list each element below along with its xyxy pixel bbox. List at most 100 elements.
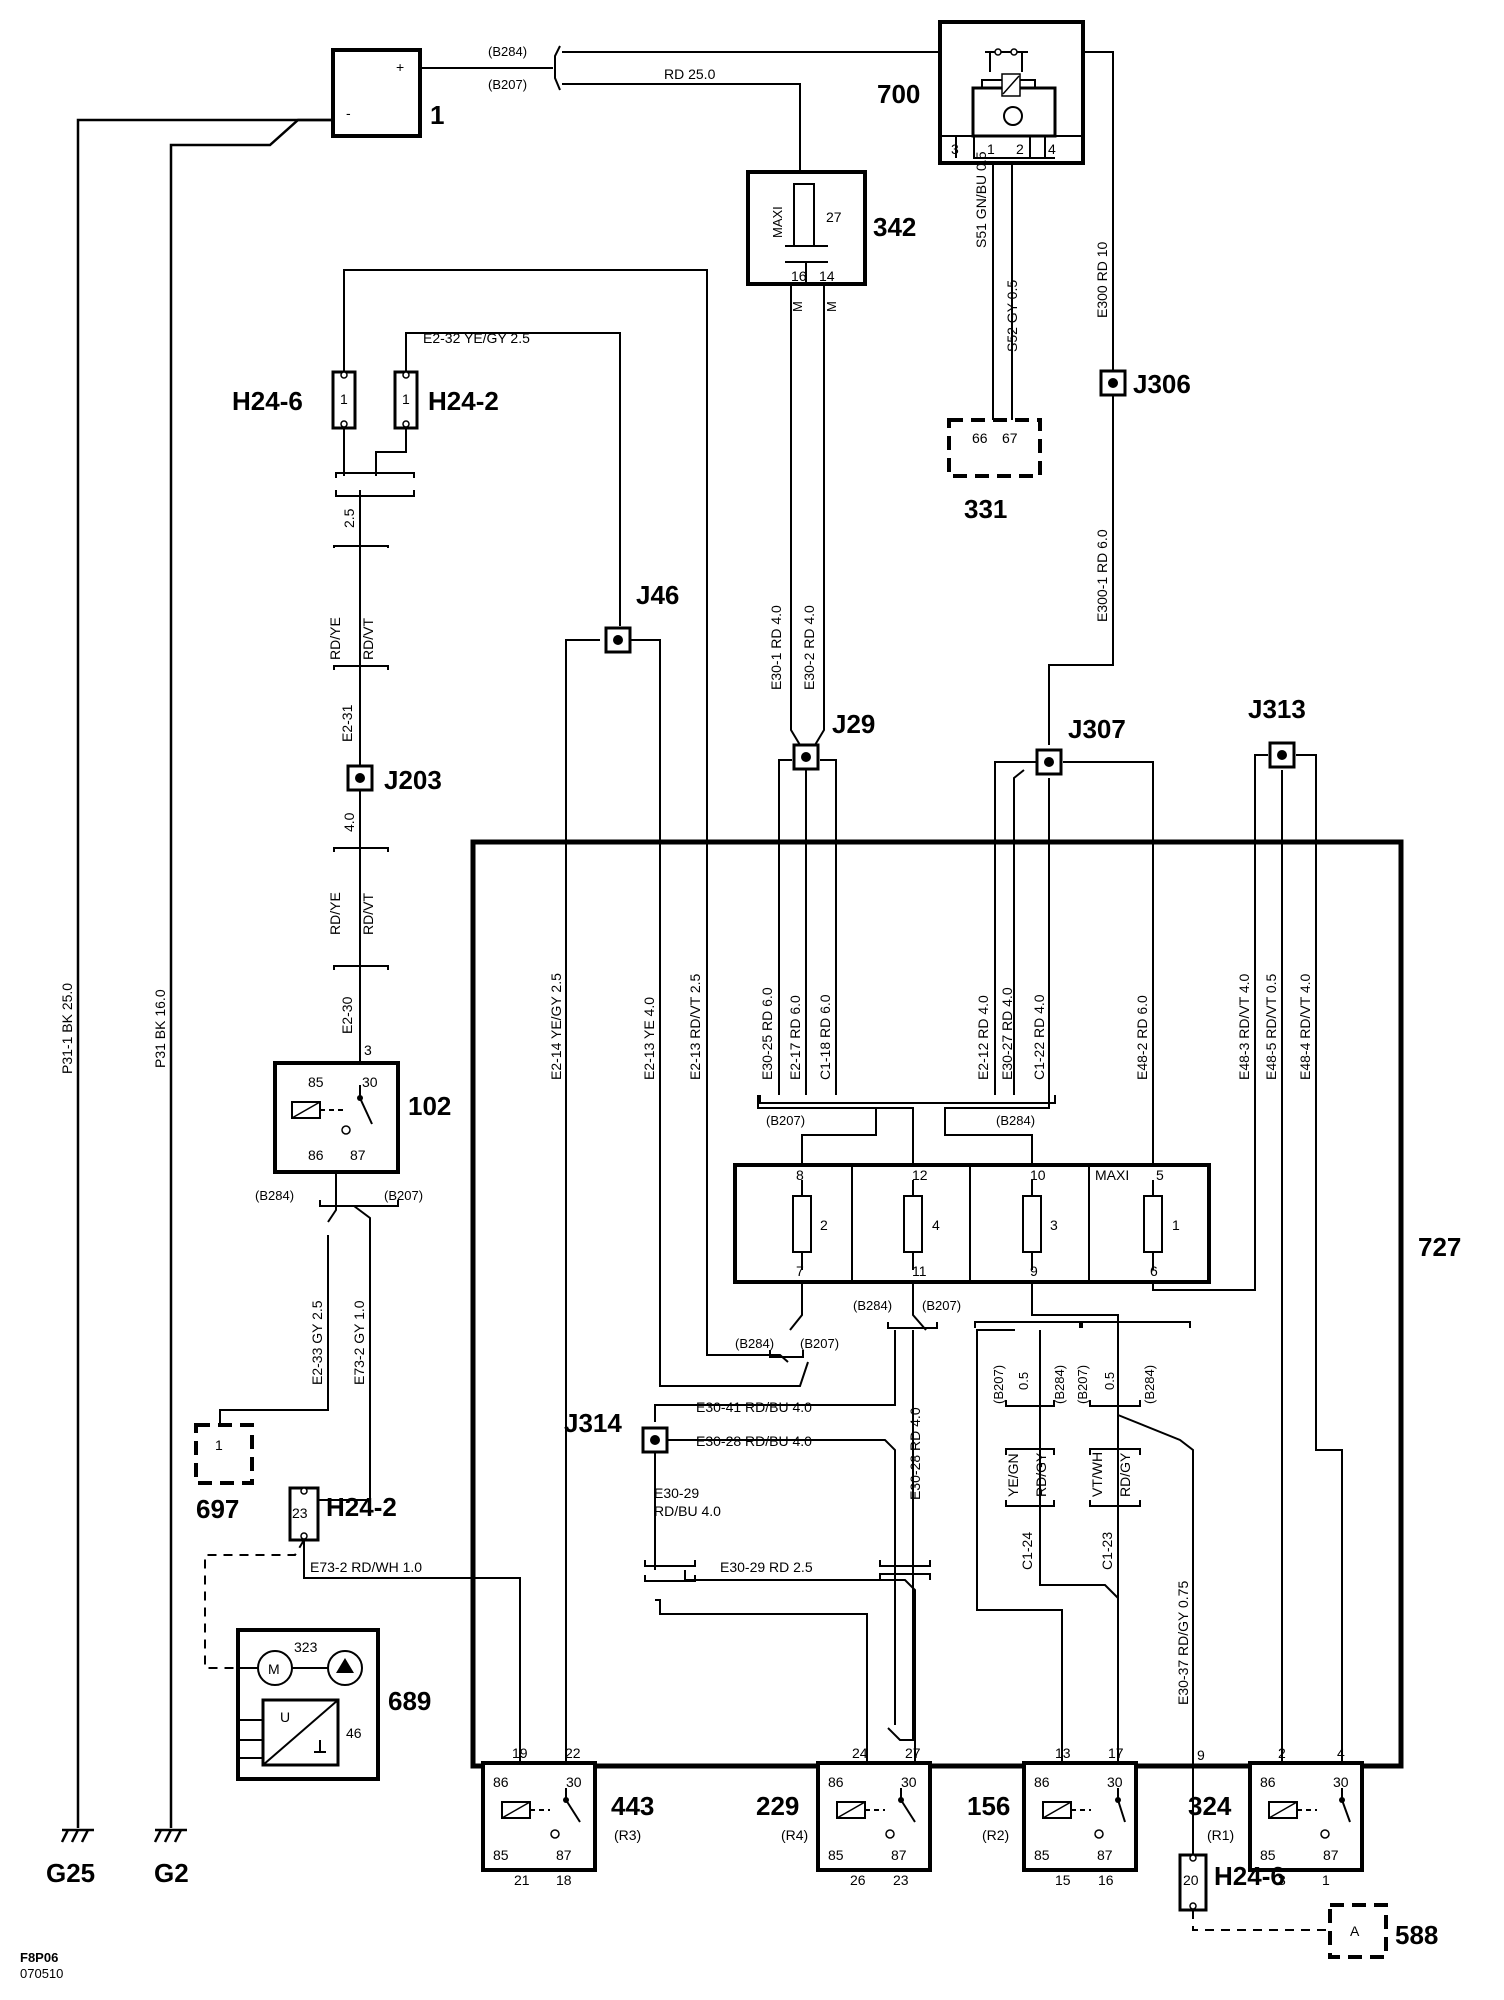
fuse-4: 12 4 11 (903, 1167, 940, 1279)
c342-fuse-num: 27 (826, 209, 842, 225)
c331-pin-66: 66 (972, 430, 988, 446)
relay-324-p87: 87 (1323, 1847, 1339, 1863)
battery-box (331, 48, 422, 138)
c700-pin-2: 2 (1016, 141, 1024, 157)
wire-e30-1: E30-1 RD 4.0 (768, 605, 784, 690)
relay-102: 85 30 86 87 3 102 (273, 1042, 451, 1174)
relay-324-sub: (R1) (1207, 1827, 1234, 1843)
wire-e30-27: E30-27 RD 4.0 (999, 987, 1015, 1080)
connector-h24-6-top: 1 H24-6 (232, 370, 357, 430)
h24-6-top-pin: 1 (340, 391, 348, 407)
wire-e2-12: E2-12 RD 4.0 (975, 995, 991, 1080)
relay-229-sub: (R4) (781, 1827, 808, 1843)
wire-vtwh: VT/WH (1089, 1452, 1105, 1497)
relay-324-t2: 4 (1337, 1745, 1345, 1761)
splice-b207-top: (B207) (488, 77, 527, 92)
relay-443-p87: 87 (556, 1847, 572, 1863)
wire-rdvt-1: RD/VT (360, 618, 376, 660)
wire-s51: S51 GN/BU 0.5 (973, 151, 989, 248)
connector-697: 1 697 (194, 1423, 254, 1524)
wire-2-5: 2.5 (341, 508, 357, 528)
junction-j307: J307 (1035, 714, 1126, 776)
wire-e48-5: E48-5 RD/VT 0.5 (1263, 973, 1279, 1080)
fuse-3-top: 10 (1030, 1167, 1046, 1183)
wire-p31: P31 BK 16.0 (152, 989, 168, 1068)
j314-label: J314 (564, 1408, 622, 1438)
relay-156: 86 30 85 87 13 17 15 16 156 (R2) (967, 1745, 1138, 1888)
unit-727-label: 727 (1418, 1232, 1461, 1262)
relay-229: 86 30 85 87 24 27 26 23 229 (R4) (756, 1745, 932, 1888)
wire-pin-9: 9 (1197, 1747, 1205, 1763)
fuse-4-top: 12 (912, 1167, 928, 1183)
relay-102-p87: 87 (350, 1147, 366, 1163)
relay-443-p86: 86 (493, 1774, 509, 1790)
wire-c1-22: C1-22 RD 4.0 (1031, 994, 1047, 1080)
battery-minus: - (346, 105, 351, 121)
splice-b284-102: (B284) (255, 1188, 294, 1203)
junction-j306: J306 (1099, 369, 1191, 399)
c342-m-a: M (790, 301, 805, 312)
fuse-3-bottom: 9 (1030, 1263, 1038, 1279)
wire-rdgy-1: RD/GY (1033, 1452, 1049, 1497)
relay-443-t2: 22 (565, 1745, 581, 1761)
relay-156-p85: 85 (1034, 1847, 1050, 1863)
c700-label: 700 (877, 79, 920, 109)
relay-156-sub: (R2) (982, 1827, 1009, 1843)
relay-229-t1: 24 (852, 1745, 868, 1761)
wire-e30-28-v: E30-28 RD 4.0 (907, 1407, 923, 1500)
j313-label: J313 (1248, 694, 1306, 724)
junction-j29: J29 (792, 709, 875, 771)
c689-label: 689 (388, 1686, 431, 1716)
relay-324-label: 324 (1188, 1791, 1232, 1821)
relay-324-b1: 3 (1278, 1872, 1286, 1888)
wire-s52: S52 GY 0.5 (1004, 280, 1020, 352)
wire-e30-2: E30-2 RD 4.0 (801, 605, 817, 690)
relay-324-p86: 86 (1260, 1774, 1276, 1790)
relay-443-b2: 18 (556, 1872, 572, 1888)
unit-727-frame (470, 839, 1404, 1769)
wire-e30-29-rd: E30-29 RD 2.5 (720, 1559, 813, 1575)
fuse-2-top: 8 (796, 1167, 804, 1183)
junction-j313: J313 (1248, 694, 1306, 769)
fuse-3: 10 3 9 (1022, 1167, 1058, 1279)
relay-156-t1: 13 (1055, 1745, 1071, 1761)
wire-e2-31: E2-31 (339, 704, 355, 742)
c342-m-b: M (824, 301, 839, 312)
c342-pin-14: 14 (819, 268, 835, 284)
wire-e73-2-gy: E73-2 GY 1.0 (351, 1300, 367, 1385)
relay-156-b2: 16 (1098, 1872, 1114, 1888)
relay-156-p86: 86 (1034, 1774, 1050, 1790)
wire-e30-28-h: E30-28 RD/BU 4.0 (696, 1433, 812, 1449)
c689-motor: M (268, 1661, 280, 1677)
fuse-4-bottom: 11 (912, 1263, 927, 1279)
connector-588: A 588 (1328, 1903, 1438, 1959)
relay-443: 86 30 85 87 19 22 21 18 443 (R3) (481, 1745, 654, 1888)
fuse-box-342: MAXI 27 16 14 M M 342 (746, 170, 916, 312)
junction-j203: J203 (346, 764, 442, 795)
h24-6-top-label: H24-6 (232, 386, 303, 416)
wire-e2-30: E2-30 (339, 996, 355, 1034)
relay-156-p30: 30 (1107, 1774, 1123, 1790)
sensor-icon (1003, 106, 1023, 126)
wire-e30-41: E30-41 RD/BU 4.0 (696, 1399, 812, 1415)
wire-c1-18: C1-18 RD 6.0 (817, 994, 833, 1080)
wire-e2-13-ye: E2-13 YE 4.0 (641, 997, 657, 1080)
fuse-block (733, 1163, 1211, 1284)
pump-arrow-icon (336, 1658, 354, 1673)
relay-443-b1: 21 (514, 1872, 530, 1888)
wire-rdye-2: RD/YE (327, 892, 343, 935)
junction-j46: J46 (604, 580, 679, 654)
h24-6-bot-pin: 20 (1183, 1872, 1199, 1888)
wire-p31-1: P31-1 BK 25.0 (59, 983, 75, 1074)
wire-e48-2: E48-2 RD 6.0 (1134, 995, 1150, 1080)
fuse-2: 8 2 7 (792, 1167, 828, 1279)
c331-label: 331 (964, 494, 1007, 524)
wire-yegn: YE/GN (1005, 1453, 1021, 1497)
wire-e2-14: E2-14 YE/GY 2.5 (548, 973, 564, 1080)
fuse-1-num: 1 (1172, 1217, 1180, 1233)
g2-label: G2 (154, 1858, 189, 1888)
maxi-fuse (793, 183, 815, 247)
ground-icon (60, 1828, 94, 1843)
j306-label: J306 (1133, 369, 1191, 399)
c689-sensor: U (280, 1709, 290, 1725)
